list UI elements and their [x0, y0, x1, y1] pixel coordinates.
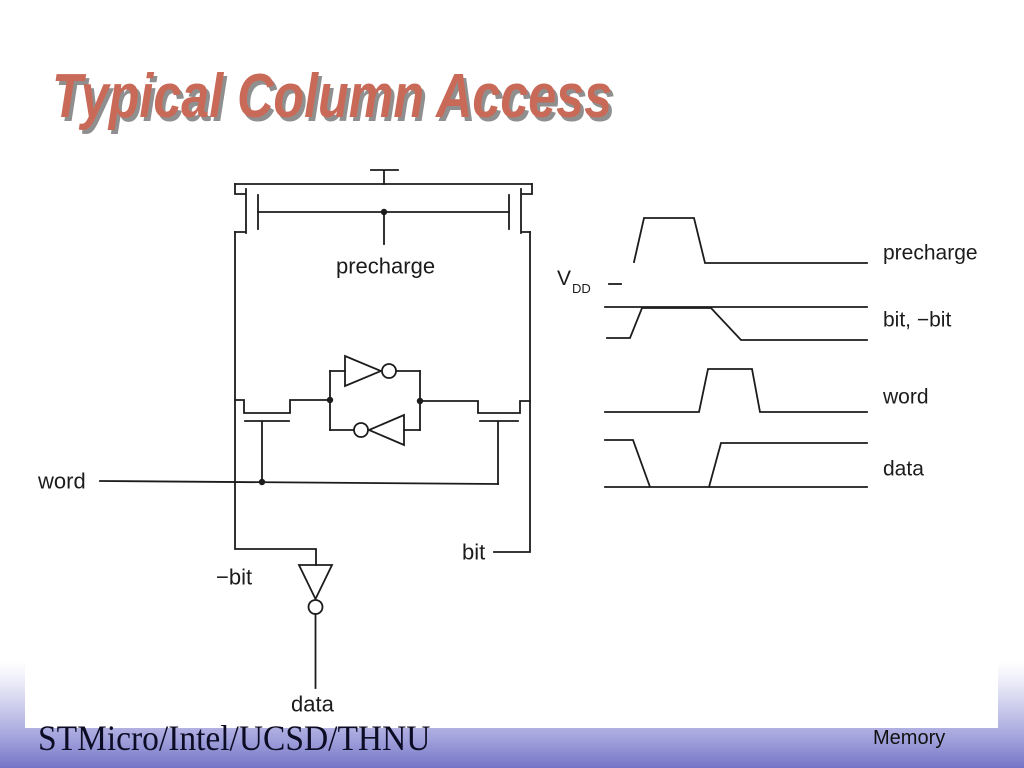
neg-bit-line	[234, 231, 317, 566]
inverter-upper-triangle	[344, 354, 384, 388]
precharge-waveform	[632, 217, 868, 264]
inverter-upper	[329, 354, 421, 388]
slide-title: Typical Column Access	[52, 62, 613, 131]
word-line-node	[258, 478, 266, 486]
inverter-lower	[329, 413, 421, 447]
signal-label-data: data	[883, 458, 924, 481]
neg-bit-label: −bit	[216, 565, 252, 590]
precharge-pmos-right	[508, 183, 533, 234]
neg-bit-waveform	[606, 307, 868, 341]
vdd-symbol: V	[557, 267, 571, 290]
signal-label-precharge: precharge	[883, 242, 978, 265]
access-nmos-left	[234, 399, 331, 483]
vdd-label: VDD	[557, 267, 591, 296]
bit-label: bit	[462, 540, 485, 565]
sense-inverter-bubble	[307, 599, 324, 615]
word-label: word	[37, 469, 86, 494]
word-line	[99, 480, 499, 485]
access-nmos-right	[419, 400, 531, 485]
sense-inverter-triangle	[297, 564, 334, 602]
inverter-upper-bubble	[381, 363, 397, 379]
precharge-pmos-left	[234, 183, 259, 234]
diagram-panel	[25, 150, 998, 728]
signal-label-word: word	[882, 386, 929, 409]
precharge-label: precharge	[336, 254, 435, 279]
vdd-subscript: DD	[572, 281, 591, 296]
inverter-lower-triangle	[366, 413, 405, 447]
circuit-schematic: precharge word −bit bit data	[37, 169, 533, 717]
latch-wires	[329, 370, 421, 431]
data-label: data	[291, 692, 335, 717]
word-waveform	[604, 368, 868, 413]
footer-credit: STMicro/Intel/UCSD/THNU	[38, 718, 431, 758]
timing-diagram: VDD precharge bit, −bit word data	[557, 217, 978, 489]
storage-node-right	[416, 397, 424, 405]
sense-inverter	[297, 564, 334, 689]
signal-label-bit: bit, −bit	[883, 309, 951, 332]
footer-topic: Memory	[873, 727, 946, 749]
data-waveform	[604, 439, 868, 489]
storage-node-left	[326, 396, 334, 404]
bit-line	[493, 231, 531, 553]
vdd-terminal	[370, 169, 399, 185]
inverter-lower-bubble	[353, 422, 369, 438]
